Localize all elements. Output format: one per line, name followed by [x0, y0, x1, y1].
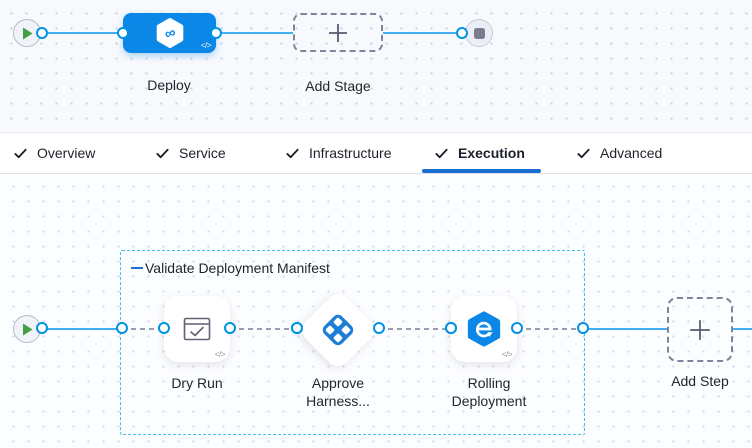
- collapse-dash-icon[interactable]: [131, 267, 143, 269]
- dashed-connector-line: [379, 328, 451, 330]
- tab-label: Overview: [37, 145, 96, 161]
- node-port[interactable]: [210, 27, 222, 39]
- stage-graph-canvas[interactable]: ∞ </> Deploy Add Stage: [0, 0, 752, 132]
- step-group-header[interactable]: Validate Deployment Manifest: [131, 260, 330, 276]
- node-port[interactable]: [158, 322, 170, 334]
- play-icon: [22, 323, 32, 335]
- step-yaml-code-icon[interactable]: </>: [501, 350, 513, 359]
- active-tab-underline: [422, 169, 541, 173]
- node-port[interactable]: [117, 27, 129, 39]
- stage-name-label[interactable]: Deploy: [147, 77, 191, 93]
- dashed-connector-line: [230, 328, 297, 330]
- tab-execution[interactable]: Execution: [434, 133, 525, 173]
- tab-label: Infrastructure: [309, 145, 392, 161]
- play-icon: [22, 27, 32, 39]
- tab-label: Execution: [458, 145, 525, 161]
- tab-advanced[interactable]: Advanced: [576, 133, 662, 173]
- node-port[interactable]: [36, 322, 48, 334]
- check-icon: [286, 148, 299, 158]
- connector-line: [42, 32, 123, 34]
- check-icon: [156, 148, 169, 158]
- check-icon: [577, 148, 590, 158]
- node-port[interactable]: [373, 322, 385, 334]
- check-icon: [435, 148, 448, 158]
- node-port[interactable]: [577, 322, 589, 334]
- step-group-container[interactable]: [120, 250, 585, 435]
- node-port[interactable]: [36, 27, 48, 39]
- plus-icon: [329, 23, 347, 42]
- node-port[interactable]: [291, 322, 303, 334]
- stage-node-deploy[interactable]: ∞ </>: [123, 13, 216, 53]
- pipeline-end-node[interactable]: [465, 19, 493, 47]
- harness-approval-icon: [322, 314, 354, 346]
- node-port[interactable]: [511, 322, 523, 334]
- node-port[interactable]: [456, 27, 468, 39]
- step-name-label[interactable]: Rolling Deployment: [451, 375, 527, 409]
- tab-service[interactable]: Service: [155, 133, 226, 173]
- add-step-label[interactable]: Add Step: [671, 373, 729, 389]
- step-node-approve-harness[interactable]: [296, 288, 380, 372]
- check-icon: [14, 148, 27, 158]
- execution-graph-canvas[interactable]: Validate Deployment Manifest </>: [0, 174, 752, 448]
- node-port[interactable]: [224, 322, 236, 334]
- step-group-name[interactable]: Validate Deployment Manifest: [145, 260, 330, 276]
- tab-overview[interactable]: Overview: [13, 133, 95, 173]
- step-node-dry-run[interactable]: </>: [164, 296, 230, 362]
- step-yaml-code-icon[interactable]: </>: [214, 350, 226, 359]
- stop-icon: [473, 27, 485, 39]
- connector-line: [216, 32, 293, 34]
- node-port[interactable]: [116, 322, 128, 334]
- step-name-label[interactable]: Dry Run: [171, 375, 223, 391]
- connector-line: [733, 328, 752, 330]
- tab-label: Service: [179, 145, 226, 161]
- step-node-rolling-deployment[interactable]: </>: [451, 296, 517, 362]
- connector-line: [383, 32, 462, 34]
- dry-run-window-check-icon: [183, 317, 211, 340]
- stage-config-tabbar: Overview Service Infrastructure Executio…: [0, 132, 752, 174]
- step-name-label[interactable]: Approve Harness...: [306, 375, 370, 409]
- dashed-connector-line: [517, 328, 583, 330]
- rolling-deployment-icon: [467, 311, 501, 347]
- connector-line: [42, 328, 122, 330]
- node-port[interactable]: [445, 322, 457, 334]
- connector-line: [583, 328, 667, 330]
- tab-infrastructure[interactable]: Infrastructure: [285, 133, 391, 173]
- stage-yaml-code-icon[interactable]: </>: [200, 41, 212, 50]
- add-stage-label[interactable]: Add Stage: [305, 78, 371, 94]
- plus-icon: [690, 319, 710, 340]
- add-step-button[interactable]: [667, 297, 733, 362]
- harness-deploy-stage-icon: ∞: [156, 18, 183, 48]
- add-stage-button[interactable]: [293, 13, 383, 52]
- tab-label: Advanced: [600, 145, 663, 161]
- dashed-connector-line: [122, 328, 164, 330]
